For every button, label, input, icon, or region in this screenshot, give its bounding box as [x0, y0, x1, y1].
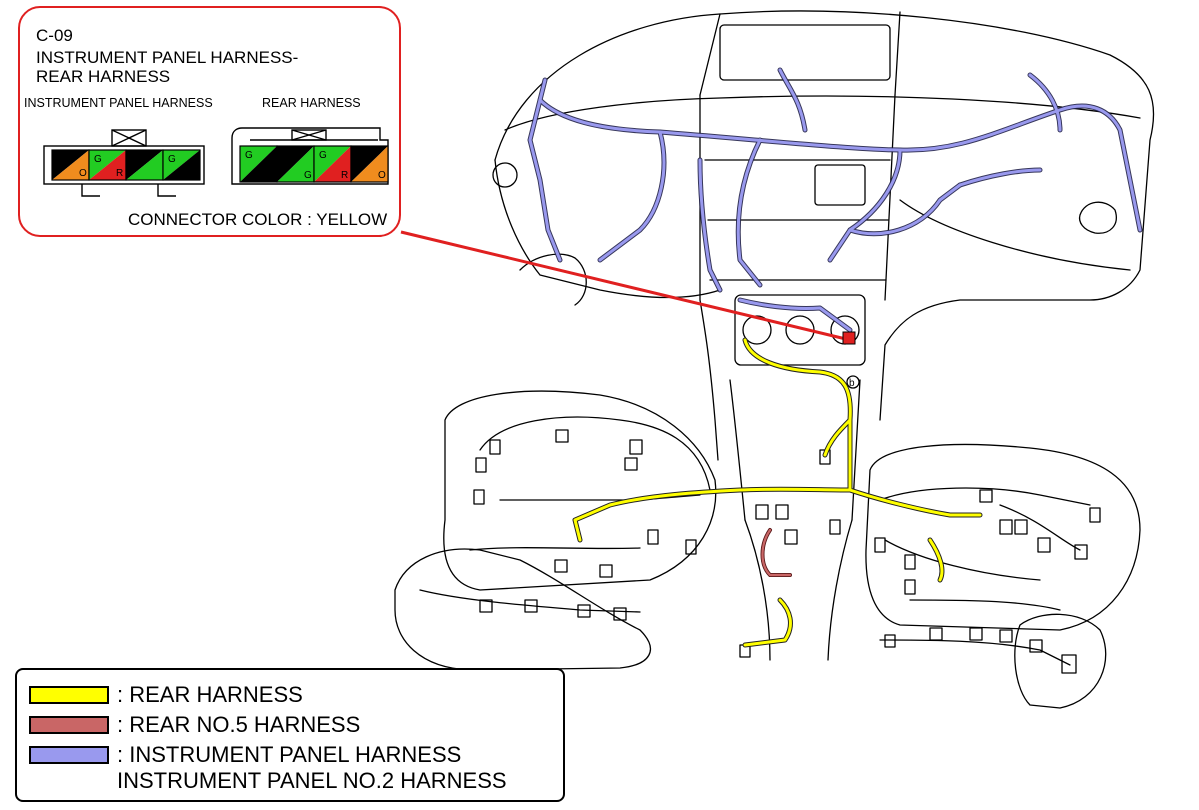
left-connector-label: INSTRUMENT PANEL HARNESS: [24, 96, 213, 110]
connector-code: C-09: [36, 26, 73, 45]
right-pin-3: GR: [313, 145, 352, 183]
left-pin-2-top-label: G: [94, 154, 102, 165]
left-pin-3: [125, 149, 164, 181]
right-connector-label: REAR HARNESS: [262, 96, 361, 110]
legend-item-instrument-panel-harness: : INSTRUMENT PANEL HARNESS: [29, 742, 461, 768]
dashboard-outline: [494, 10, 1155, 421]
right-pin-4-bottom-label: O: [378, 170, 386, 181]
legend-label-instrument-panel-no2-harness: INSTRUMENT PANEL NO.2 HARNESS: [117, 768, 507, 793]
callout-leader-line: [400, 230, 851, 342]
connector-color-note: CONNECTOR COLOR : YELLOW: [128, 210, 388, 229]
right-pin-4: BO: [350, 145, 389, 183]
legend-label-instrument-panel-harness: : INSTRUMENT PANEL HARNESS: [117, 742, 462, 767]
left-pin-1: BO: [51, 149, 90, 181]
connector-title-line1: INSTRUMENT PANEL HARNESS-: [36, 48, 299, 67]
legend-label-rear-harness: : REAR HARNESS: [117, 682, 303, 707]
legend-item-rear-harness: : REAR HARNESS: [29, 682, 303, 708]
left-pin-4-bottom-label: B: [190, 168, 197, 179]
right-pin-2-bottom-label: G: [304, 170, 312, 181]
legend-swatch-instrument-panel-harness: [29, 746, 109, 764]
left-pin-4: GB: [162, 149, 201, 181]
left-pin-4-top-label: G: [168, 154, 176, 165]
connector-callout: C-09 INSTRUMENT PANEL HARNESS- REAR HARN…: [18, 6, 401, 237]
right-seat-outline: [865, 443, 1141, 631]
left-pin-2: GR: [88, 149, 127, 181]
legend-label-rear-no5-harness: : REAR NO.5 HARNESS: [117, 712, 361, 737]
legend-item-instrument-panel-no2-harness: INSTRUMENT PANEL NO.2 HARNESS: [117, 768, 507, 794]
right-pin-2-top-label: B: [282, 150, 289, 161]
right-pin-3-top-label: G: [319, 150, 327, 161]
right-pin-3-bottom-label: R: [341, 170, 348, 181]
left-seat-outline: [443, 390, 717, 591]
left-pin-1-top-label: B: [57, 154, 64, 165]
legend-swatch-rear-no5-harness: [29, 716, 109, 734]
connector-c09-location: [842, 331, 856, 345]
right-pin-2: BG: [276, 145, 315, 183]
left-pin-2-bottom-label: R: [116, 168, 123, 179]
legend-swatch-rear-harness: [29, 686, 109, 704]
left-connector-body: [43, 129, 205, 197]
right-pin-1-bottom-label: B: [267, 170, 274, 181]
left-pin-1-bottom-label: O: [79, 168, 87, 179]
console-tunnel: [729, 379, 861, 521]
legend: : REAR HARNESS : REAR NO.5 HARNESS : INS…: [15, 668, 565, 802]
marker-b: b: [849, 378, 855, 389]
right-pin-1-top-label: G: [245, 150, 253, 161]
legend-item-rear-no5-harness: : REAR NO.5 HARNESS: [29, 712, 360, 738]
right-pin-1: GB: [239, 145, 278, 183]
connector-title-line2: REAR HARNESS: [36, 67, 171, 86]
right-pin-4-top-label: B: [356, 150, 363, 161]
